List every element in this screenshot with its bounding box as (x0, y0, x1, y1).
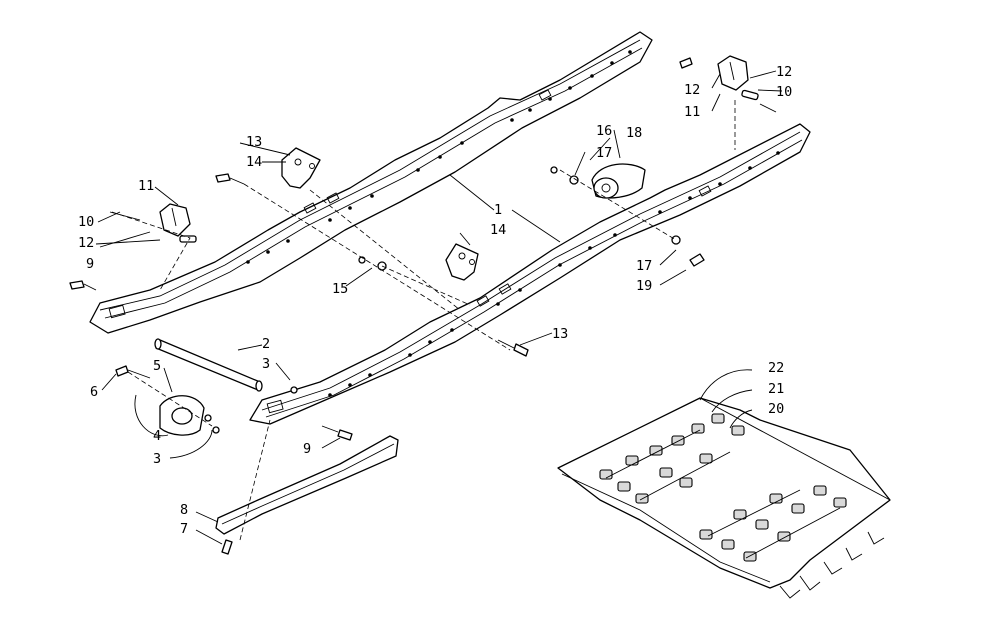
callout-19: 19 (636, 278, 652, 294)
bolts (69, 57, 777, 555)
callout-21: 21 (768, 381, 784, 397)
callout-6: 6 (90, 384, 98, 400)
leader-lines (95, 70, 783, 545)
track-section (557, 397, 891, 599)
right-slide-rail (249, 123, 811, 425)
callout-10: 10 (78, 214, 94, 230)
callout-5: 5 (153, 358, 161, 374)
idler-wheel (591, 163, 646, 199)
callout-13: 13 (552, 326, 568, 342)
callout-12: 12 (78, 235, 94, 251)
callout-20: 20 (768, 401, 784, 417)
callout-11: 11 (684, 104, 700, 120)
callout-15: 15 (332, 281, 348, 297)
cross-shaft (154, 338, 263, 392)
left-slide-rail (89, 31, 653, 334)
bracket-lower (445, 243, 479, 281)
track-clips (599, 413, 847, 562)
bumper-block-right (717, 55, 759, 101)
callout-12: 12 (776, 64, 792, 80)
callout-3: 3 (153, 451, 161, 467)
callout-9: 9 (303, 441, 311, 457)
callout-numbers: 1 2 3 3 4 5 6 7 8 9 9 10 10 11 11 12 12 … (78, 64, 792, 537)
bracket-upper (281, 147, 321, 189)
shock-mount (159, 395, 205, 436)
callout-14: 14 (490, 222, 506, 238)
callout-7: 7 (180, 521, 188, 537)
callout-3: 3 (262, 356, 270, 372)
callout-10: 10 (776, 84, 792, 100)
callout-17: 17 (596, 145, 612, 161)
callout-13: 13 (246, 134, 262, 150)
wear-strip (215, 435, 399, 535)
callout-4: 4 (153, 428, 161, 444)
callout-17: 17 (636, 258, 652, 274)
callout-9: 9 (86, 256, 94, 272)
right-rail-holes (328, 151, 780, 397)
callout-22: 22 (768, 360, 784, 376)
bumper-block-left (159, 203, 197, 243)
callout-18: 18 (626, 125, 642, 141)
callout-11: 11 (138, 178, 154, 194)
callout-16: 16 (596, 123, 612, 139)
callout-8: 8 (180, 502, 188, 518)
left-rail-holes (246, 50, 632, 264)
callout-12: 12 (684, 82, 700, 98)
callout-14: 14 (246, 154, 262, 170)
callout-2: 2 (262, 336, 270, 352)
callout-1: 1 (494, 202, 502, 218)
